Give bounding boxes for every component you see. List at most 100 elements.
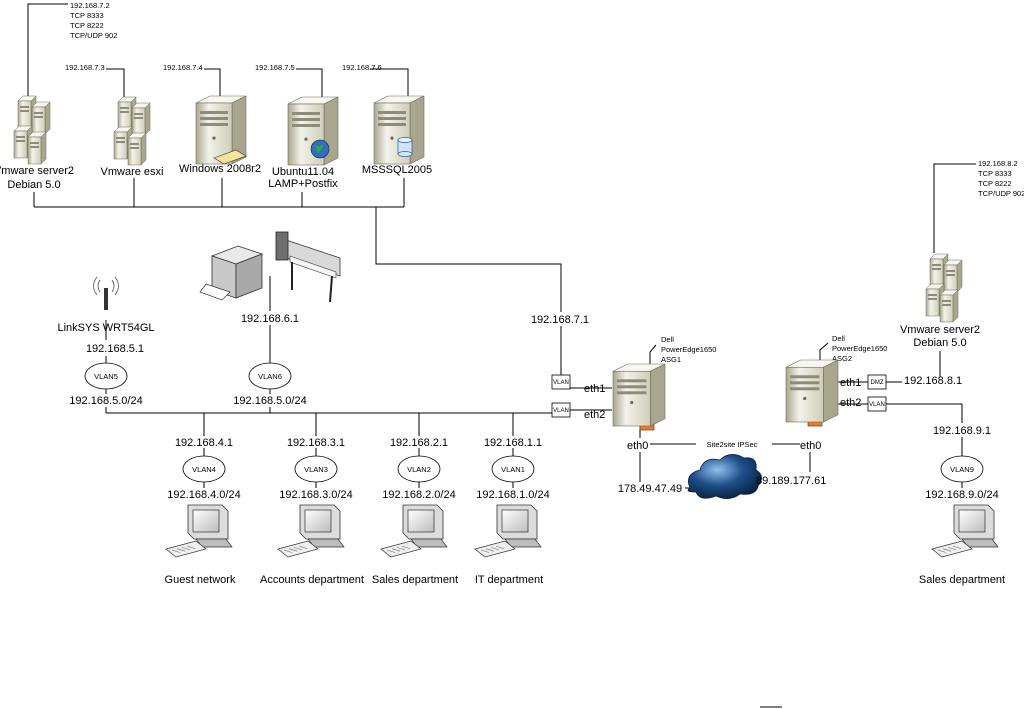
db-bottom <box>397 151 413 157</box>
connection-lines <box>27 3 976 489</box>
drive-bay <box>617 385 647 389</box>
vlan-ellipse <box>940 455 984 483</box>
keyboard-keys <box>181 547 191 551</box>
server-front <box>117 101 132 130</box>
department-vlan: VLAN3 <box>294 455 338 483</box>
drive-bay <box>130 143 139 145</box>
drive-bay <box>790 375 820 379</box>
server-front <box>939 294 954 323</box>
router-subnet: 192.168.5.0/24 <box>69 395 142 407</box>
keyboard <box>213 149 247 165</box>
asg2-eth1: eth1 <box>840 377 861 389</box>
asg2-vlan: VLAN <box>867 396 887 412</box>
server-front <box>929 258 944 287</box>
server-name: Debian 5.0 <box>7 179 60 191</box>
monitor-screen <box>407 509 435 533</box>
vlan-ellipse <box>397 455 441 483</box>
drive-bay <box>292 124 320 127</box>
keyboard-keys <box>396 547 406 551</box>
drive-bay <box>120 111 129 113</box>
keyboard-keys <box>298 545 308 549</box>
database-icon <box>397 137 413 157</box>
department-gateway: 192.168.3.1 <box>287 437 345 449</box>
asg1-label: PowerEdge1650 <box>661 345 716 354</box>
power-led <box>803 396 807 401</box>
drive-bay <box>946 274 955 276</box>
plotter-leg <box>329 275 333 303</box>
server-name: Ubuntu11.04 <box>272 166 334 178</box>
asg1-vlan-b: VLAN <box>551 402 571 418</box>
printer-paper <box>199 283 231 301</box>
department-subnet: 192.168.4.0/24 <box>167 489 240 501</box>
asg2-label: PowerEdge1650 <box>832 344 887 353</box>
port-box <box>551 374 571 390</box>
asg2-wan-ip: 89.189.177.61 <box>756 475 826 487</box>
server-front <box>17 100 32 129</box>
uplink-ip: 192.168.7.1 <box>531 314 589 326</box>
vlan-label: VLAN6 <box>258 372 282 381</box>
drive-bay <box>617 391 647 395</box>
vlan-label: VLAN4 <box>192 465 216 474</box>
asg2-label: Dell <box>832 334 845 343</box>
asg2-dmz-ip: 192.168.8.1 <box>904 375 962 387</box>
asg1-eth2: eth2 <box>584 409 605 421</box>
asg2-label: ASG2 <box>832 354 852 363</box>
drive-bay <box>134 117 143 119</box>
router-name: LinkSYS WRT54GL <box>57 322 154 334</box>
server-cluster-icon <box>925 253 963 323</box>
drive-bay <box>928 298 937 300</box>
remote-server-name: Vmware server2 <box>900 324 980 336</box>
keyboard-keys <box>386 549 396 553</box>
asg1-vlan-a: VLAN <box>551 374 571 390</box>
drive-bay <box>130 147 139 149</box>
server-ip: 192.168.7.5 <box>255 63 295 72</box>
keyboard-keys <box>401 545 411 549</box>
server-front <box>131 107 146 136</box>
power-led <box>390 136 394 140</box>
server-port: TCP 8333 <box>70 11 104 20</box>
drive-bay <box>942 300 951 302</box>
drive-bay <box>790 381 820 385</box>
drive-bay <box>16 140 25 142</box>
keyboard-keys <box>490 547 500 551</box>
db-top <box>397 137 413 143</box>
department-gateway: 192.168.4.1 <box>175 437 233 449</box>
antenna <box>104 288 108 310</box>
monitor-screen <box>958 509 986 533</box>
drive-bay <box>932 268 941 270</box>
drive-bay <box>292 112 320 115</box>
keyboard-keys <box>288 548 298 552</box>
keyboard-keys <box>495 545 505 549</box>
asg1-eth1: eth1 <box>584 383 605 395</box>
asg1-label: Dell <box>661 335 674 344</box>
remote-server-port: TCP 8222 <box>978 179 1012 188</box>
server-name: LAMP+Postfix <box>268 178 338 190</box>
drive-bay <box>200 123 228 126</box>
remote-server-ip: 192.168.8.2 <box>978 159 1018 168</box>
internet-cloud-icon <box>687 454 762 499</box>
server-front <box>925 288 940 317</box>
drive-bay <box>790 387 820 391</box>
asg2-dmz: DMZ <box>867 374 887 390</box>
server-front <box>943 264 958 293</box>
department-name: IT department <box>475 574 543 586</box>
server-side <box>140 132 147 166</box>
remote-dept-vlan: VLAN9 <box>940 455 984 483</box>
keyboard <box>931 540 973 558</box>
server-name: Vmware server2 <box>0 165 74 177</box>
drive-bay <box>16 136 25 138</box>
remote-dept-name: Sales department <box>919 574 1005 586</box>
keyboard-keys <box>171 549 181 553</box>
server-front <box>113 131 128 160</box>
port-label: VLAN <box>553 380 569 386</box>
vlan-label: VLAN1 <box>501 465 525 474</box>
printer-ip: 192.168.6.1 <box>241 313 299 325</box>
printer-vlan: VLAN6 <box>248 362 292 390</box>
